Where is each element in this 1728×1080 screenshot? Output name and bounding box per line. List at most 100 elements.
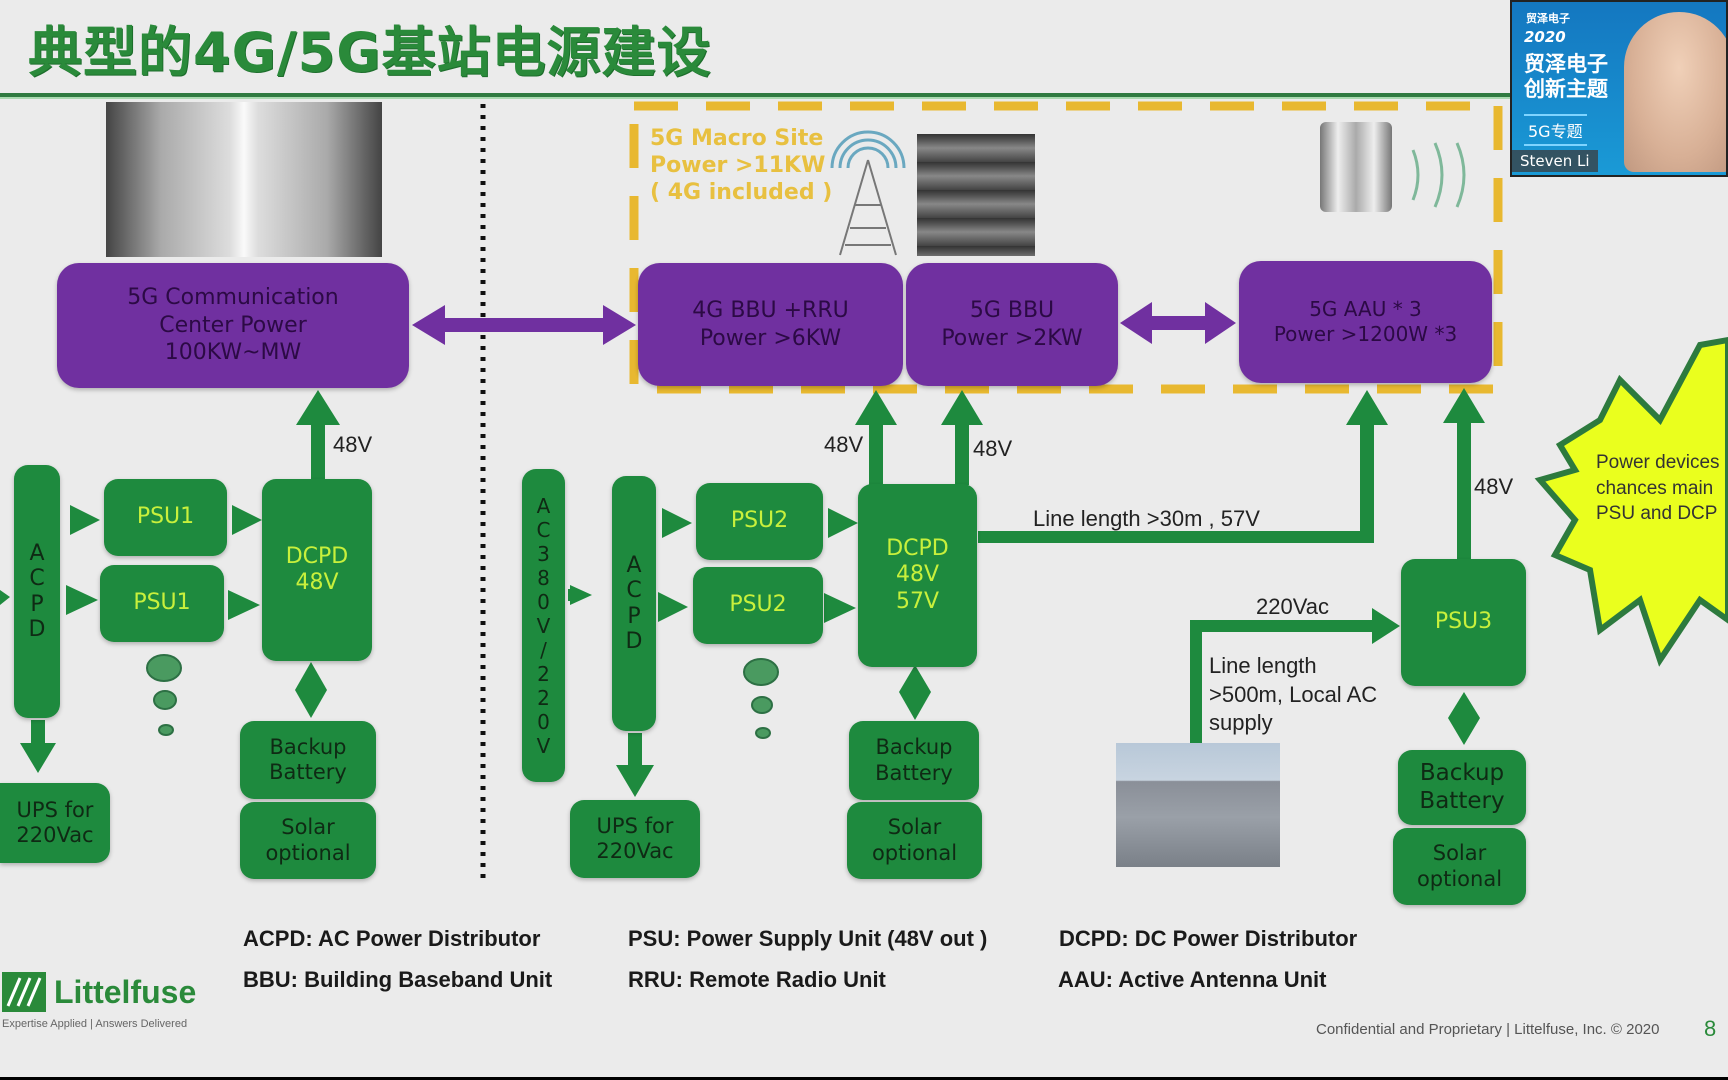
continuation-dot [153, 690, 177, 710]
purple-double-arrow-right [1120, 302, 1236, 344]
acpd-letter: C [626, 578, 642, 604]
ac-input-char: 8 [537, 565, 550, 590]
building-photo [1116, 743, 1280, 867]
slide-title: 典型的4G/5G基站电源建设 [28, 21, 712, 84]
page-number: 8 [1704, 1016, 1717, 1041]
psu1-bottom-box: PSU1 [100, 565, 224, 642]
solar-middle-box: Solar optional [847, 802, 982, 879]
ups-middle-box: UPS for 220Vac [570, 800, 700, 878]
acpd-letter: C [29, 566, 45, 592]
starburst-text: Power devices chances main PSU and DCP [1596, 450, 1720, 527]
arrow-dcpd-aau [1346, 390, 1388, 425]
arrow-acpd-psu2a [662, 508, 692, 538]
acpd-letter: A [626, 552, 642, 578]
arrow-psu1b-dcpd [228, 590, 260, 620]
acpd-letter: P [30, 591, 44, 617]
macro-site-dashed-border [629, 101, 1503, 394]
webcam-overlay[interactable]: 贸泽电子 2020 贸泽电子 创新主题 5G专题 Steven Li [1510, 0, 1728, 177]
arrow-ac-psu3 [1372, 608, 1400, 644]
webcam-title-line2: 创新主题 [1524, 77, 1608, 101]
webcam-topic: 5G专题 [1524, 114, 1587, 146]
psu3-box: PSU3 [1401, 559, 1526, 686]
voltage-label-48v-5g: 48V [973, 436, 1013, 461]
signal-waves-icon [1411, 142, 1466, 208]
dcpd-middle-box: DCPD 48V 57V [858, 484, 977, 667]
webcam-title-line1: 贸泽电子 [1524, 52, 1608, 76]
starburst-line: PSU and DCP [1596, 503, 1718, 525]
legend-psu: PSU: Power Supply Unit (48V out ) [628, 926, 988, 951]
acpd-letter: A [29, 540, 45, 566]
voltage-label-48v: 48V [333, 432, 373, 457]
ac-input-char: 2 [537, 661, 550, 686]
ac-input-char: 0 [537, 589, 550, 614]
ac-input-char: 2 [537, 685, 550, 710]
arrow-dcpd-4gbbu [855, 390, 897, 425]
continuation-dot [755, 727, 771, 739]
continuation-dot [751, 696, 773, 714]
macro-site-label: 5G Macro Site Power >11KW ( 4G included … [650, 126, 833, 205]
legend-aau: AAU: Active Antenna Unit [1058, 967, 1327, 992]
title-divider [0, 93, 1510, 99]
voltage-label-48v-4g: 48V [824, 432, 864, 457]
arrow-dcpd-battery [295, 662, 327, 718]
battery-left-box: Backup Battery [240, 721, 376, 799]
webcam-year: 2020 [1524, 28, 1566, 46]
littelfuse-logo: Littelfuse Expertise Applied | Answers D… [2, 972, 196, 1030]
continuation-dot [158, 724, 174, 736]
arrow-psu3-battery [1448, 692, 1480, 745]
continuation-dot [743, 658, 779, 686]
ac-input-char: C [536, 517, 551, 542]
ups-left-box: UPS for 220Vac [0, 783, 110, 863]
aau-5g-box: 5G AAU * 3 Power >1200W *3 [1239, 261, 1492, 383]
ac-input-char: / [540, 637, 547, 662]
line-length-57v-label: Line length >30m , 57V [1033, 506, 1260, 531]
ac-input-char: V [536, 733, 551, 758]
starburst-line: Power devices [1596, 452, 1720, 473]
arrow-acpd-psu2b [658, 592, 688, 622]
ac-input-char: 3 [537, 541, 550, 566]
bbu-rack-photo [917, 134, 1035, 256]
ac-220v-label: 220Vac [1256, 594, 1329, 619]
arrow-psu3-aau [1443, 388, 1485, 423]
webcam-brand-logo: 贸泽电子 [1526, 12, 1570, 25]
communication-center-box: 5G Communication Center Power 100KW~MW [57, 263, 409, 388]
continuation-dot [146, 654, 182, 682]
arrow-acpd-psu1b [66, 585, 98, 615]
aau-antenna-photo [1320, 122, 1392, 212]
legend-bbu: BBU: Building Baseband Unit [243, 967, 553, 992]
ac-input-bar: A C 3 8 0 V / 2 2 0 V [522, 469, 565, 782]
legend-acpd: ACPD: AC Power Distributor [243, 926, 541, 951]
acpd-left-bar: A C P D [14, 465, 60, 718]
battery-right-box: Backup Battery [1398, 750, 1526, 825]
arrow-psu2b-dcpd [824, 593, 856, 623]
starburst-line: chances main [1596, 477, 1714, 499]
acpd-letter: D [625, 628, 643, 654]
webcam-speaker-face [1624, 12, 1726, 172]
starburst-callout [1534, 336, 1728, 667]
ac-input-char: V [536, 613, 551, 638]
arrow-dcpd2-battery [899, 665, 931, 720]
battery-middle-box: Backup Battery [849, 721, 979, 800]
ac-input-char: A [536, 493, 551, 518]
local-ac-supply-label: Line length >500m, Local AC supply [1209, 653, 1378, 736]
bottom-black-bar [0, 1077, 1728, 1080]
purple-double-arrow-left [412, 305, 636, 345]
logo-wordmark: Littelfuse [54, 973, 197, 1010]
logo-tagline: Expertise Applied | Answers Delivered [2, 1018, 188, 1030]
arrow-dcpd-5gbbu [941, 390, 983, 425]
confidential-footer: Confidential and Proprietary | Littelfus… [1316, 1021, 1660, 1038]
psu1-top-box: PSU1 [104, 479, 227, 556]
arrow-psu2a-dcpd [828, 508, 858, 538]
tower-signal-icon [830, 130, 906, 169]
bbu-4g-rru-box: 4G BBU +RRU Power >6KW [638, 263, 903, 386]
acpd-middle-bar: A C P D [612, 476, 656, 731]
voltage-label-48v-psu3: 48V [1474, 474, 1514, 499]
legend-dcpd: DCPD: DC Power Distributor [1059, 926, 1358, 951]
arrow-acpd2-ups [616, 765, 654, 797]
solar-left-box: Solar optional [240, 802, 376, 879]
arrow-acpd-psu1a [70, 505, 100, 535]
bbu-5g-box: 5G BBU Power >2KW [906, 263, 1118, 386]
data-center-photo [106, 102, 382, 257]
cell-tower-icon [839, 159, 897, 256]
